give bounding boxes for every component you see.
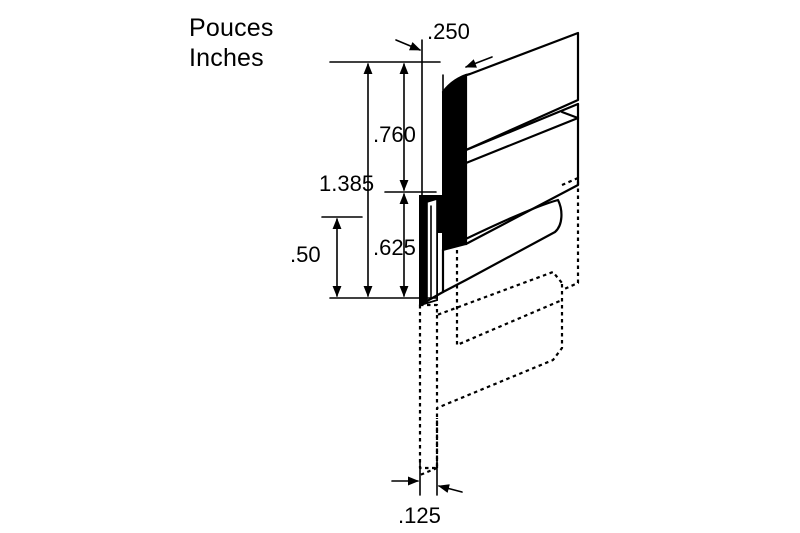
dim-label-lower-height: .625 bbox=[373, 235, 416, 260]
dim-label-lip-width: .250 bbox=[427, 19, 470, 44]
profile-top-face bbox=[441, 31, 580, 152]
dim-label-slot-width: .125 bbox=[398, 503, 441, 528]
dim-label-slot-height: .50 bbox=[290, 242, 321, 267]
dim-label-total-height: 1.385 bbox=[319, 171, 374, 196]
molding-profile bbox=[418, 31, 580, 307]
units-label-french: Pouces bbox=[189, 14, 274, 42]
dimension-lines bbox=[321, 39, 493, 496]
dim-label-upper-height: .760 bbox=[373, 122, 416, 147]
units-label-english: Inches bbox=[189, 44, 264, 72]
profile-slot bbox=[426, 197, 438, 305]
